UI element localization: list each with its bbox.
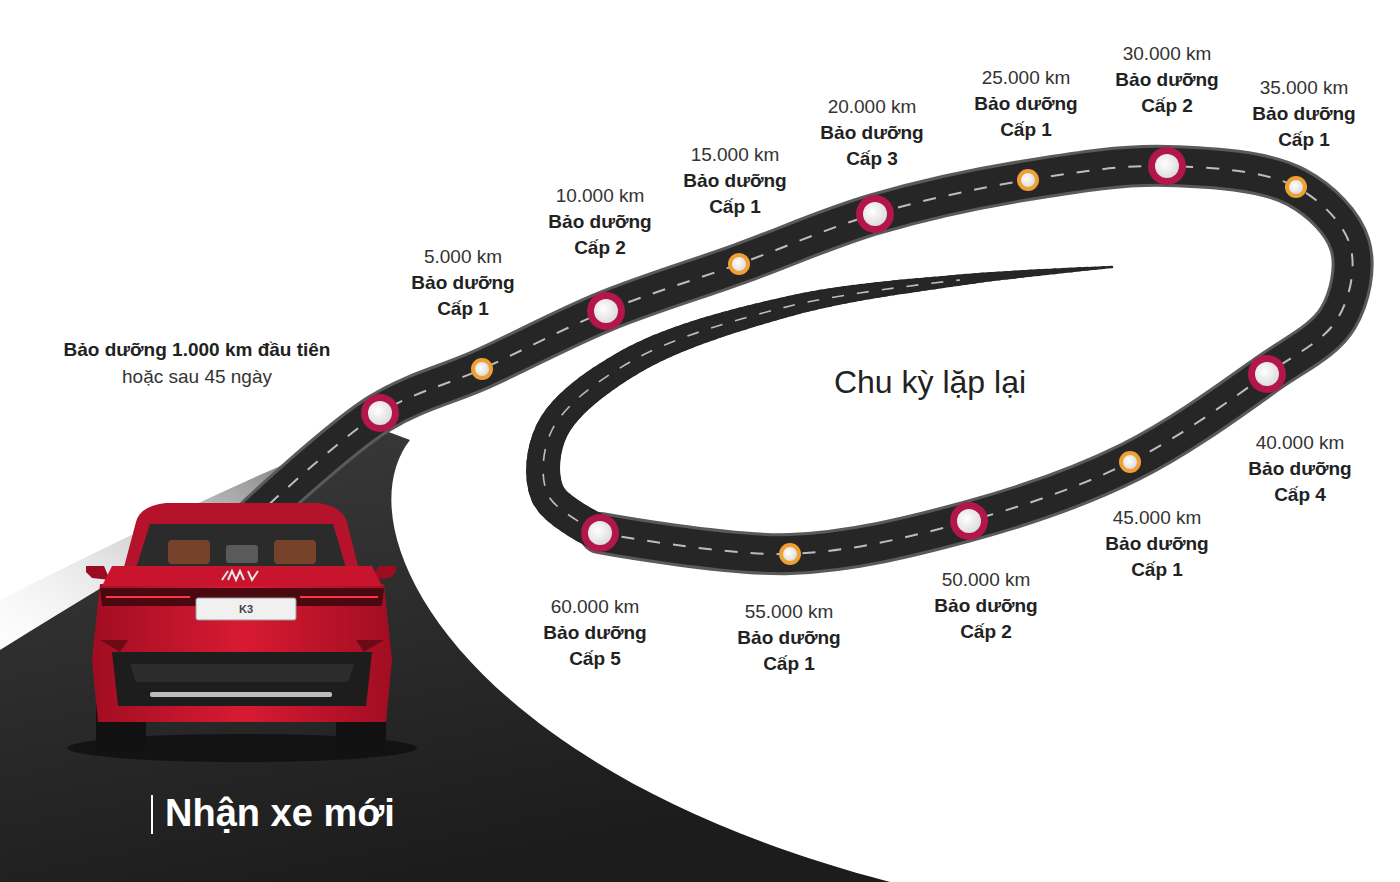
service-level: Bảo dưỡng Cấp 2	[535, 209, 665, 261]
milestone-distance: 25.000 km	[982, 65, 1071, 91]
milestone-distance: 15.000 km	[691, 142, 780, 168]
marker-center	[1123, 455, 1137, 469]
service-level: Bảo dưỡng Cấp 1	[1092, 531, 1222, 583]
milestone-distance: 60.000 km	[551, 594, 640, 620]
marker-ring	[587, 292, 625, 330]
service-level: Bảo dưỡng Cấp 1	[398, 270, 528, 322]
cycle-label: Chu kỳ lặp lại	[834, 362, 1026, 402]
marker-center	[1155, 154, 1179, 178]
milestone-marker	[950, 502, 988, 540]
milestone-distance: 50.000 km	[942, 567, 1031, 593]
milestone-marker	[1248, 355, 1286, 393]
tail-light	[106, 596, 190, 598]
milestone-marker	[1148, 147, 1186, 185]
brand-logo	[222, 571, 258, 580]
milestone-marker	[581, 514, 619, 552]
milestone-distance: 5.000 km	[424, 244, 502, 270]
milestone-marker	[728, 253, 750, 275]
milestone-marker	[1119, 451, 1141, 473]
service-note: Bảo dưỡng 1.000 km đầu tiên	[64, 337, 331, 363]
trunk-lid	[102, 566, 382, 586]
road-layer	[250, 147, 1353, 565]
marker-ring	[1148, 147, 1186, 185]
marker-ring	[1017, 169, 1039, 191]
lane-marking	[250, 166, 1353, 554]
service-level: Bảo dưỡng Cấp 4	[1235, 456, 1365, 508]
seat	[274, 540, 316, 564]
marker-ring	[1119, 451, 1141, 473]
marker-ring	[950, 502, 988, 540]
service-level: Bảo dưỡng Cấp 1	[961, 91, 1091, 143]
service-level: Bảo dưỡng Cấp 2	[1102, 67, 1232, 119]
lane-marking	[543, 280, 960, 533]
service-level: Bảo dưỡng Cấp 1	[670, 168, 800, 220]
car-illustration	[67, 503, 417, 762]
tail-light	[300, 596, 378, 598]
rear-bumper	[112, 652, 372, 706]
marker-center	[594, 299, 618, 323]
marker-center	[588, 521, 612, 545]
marker-ring	[779, 543, 801, 565]
milestone-distance: 35.000 km	[1260, 75, 1349, 101]
marker-center	[1289, 180, 1303, 194]
marker-center	[368, 401, 392, 425]
milestone-marker	[1285, 176, 1307, 198]
car-body	[92, 584, 392, 722]
marker-ring	[581, 514, 619, 552]
seat	[168, 540, 210, 564]
marker-center	[1021, 173, 1035, 187]
road	[250, 166, 1353, 554]
road-spiral	[1104, 266, 1112, 269]
milestone-distance: 55.000 km	[745, 599, 834, 625]
marker-ring	[728, 253, 750, 275]
start-label: Nhận xe mới	[165, 790, 395, 836]
service-note: hoặc sau 45 ngày	[122, 364, 272, 390]
milestone-marker	[1017, 169, 1039, 191]
marker-center	[1255, 362, 1279, 386]
milestone-distance: 40.000 km	[1256, 430, 1345, 456]
skid-plate	[150, 692, 332, 697]
road-spiral	[1096, 266, 1104, 270]
reflector	[356, 640, 384, 652]
marker-ring	[856, 195, 894, 233]
service-level: Bảo dưỡng Cấp 2	[921, 593, 1051, 645]
diffuser	[130, 664, 354, 682]
license-plate	[196, 598, 296, 620]
milestone-distance: 10.000 km	[556, 183, 645, 209]
marker-ring	[1285, 176, 1307, 198]
marker-center	[783, 547, 797, 561]
milestone-marker	[779, 543, 801, 565]
marker-center	[732, 257, 746, 271]
service-level: Bảo dưỡng Cấp 3	[807, 120, 937, 172]
marker-ring	[361, 394, 399, 432]
marker-center	[957, 509, 981, 533]
milestone-marker	[587, 292, 625, 330]
milestone-marker	[361, 394, 399, 432]
milestone-distance: 45.000 km	[1113, 505, 1202, 531]
milestone-distance: 20.000 km	[828, 94, 917, 120]
rear-window	[136, 524, 346, 568]
service-level: Bảo dưỡng Cấp 1	[1239, 101, 1369, 153]
milestone-marker	[856, 195, 894, 233]
marker-center	[475, 362, 489, 376]
service-level: Bảo dưỡng Cấp 1	[724, 625, 854, 677]
milestone-marker	[471, 358, 493, 380]
marker-ring	[1248, 355, 1286, 393]
reflector	[100, 640, 128, 652]
marker-center	[863, 202, 887, 226]
milestone-distance: 30.000 km	[1123, 41, 1212, 67]
plate-text: K3	[239, 602, 253, 616]
caption-bar	[151, 795, 153, 834]
road-ground	[0, 425, 890, 882]
marker-ring	[471, 358, 493, 380]
service-level: Bảo dưỡng Cấp 5	[530, 620, 660, 672]
road-edge	[250, 166, 1353, 554]
headrest	[226, 545, 258, 563]
